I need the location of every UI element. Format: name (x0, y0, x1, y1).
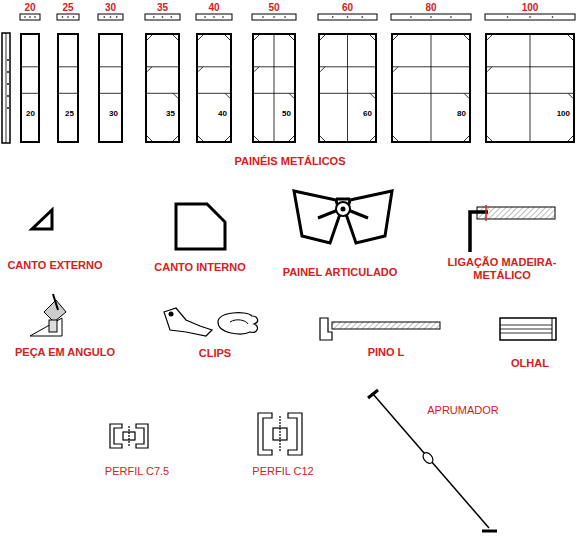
part-name: OLHAL (511, 357, 549, 370)
panel-width-label: 50 (268, 2, 279, 13)
panel-grid (487, 35, 573, 141)
panel-width-label: 30 (105, 2, 116, 13)
panel-number: 50 (281, 109, 292, 118)
part-name: PAINEL ARTICULADO (283, 266, 398, 279)
panel-number: 80 (456, 109, 467, 118)
part-name: CANTO EXTERNO (7, 259, 102, 272)
part-name: PERFIL C12 (252, 465, 313, 478)
panel-number: 35 (165, 109, 176, 118)
panel-grid (100, 35, 121, 141)
panel-width-label: 100 (522, 2, 539, 13)
panel-grid (59, 35, 77, 141)
panel-grid (254, 35, 294, 141)
metal-panel: 3030 (98, 33, 123, 143)
part-name: PEÇA EM ANGULO (15, 346, 115, 359)
panel-width-label: 40 (208, 2, 219, 13)
panel-width-label: 25 (62, 2, 73, 13)
panel-grid (147, 35, 178, 141)
panel-grid (320, 35, 375, 141)
panel-number: 30 (108, 109, 119, 118)
panel-number: 60 (362, 109, 373, 118)
panel-number: 20 (25, 109, 36, 118)
part-name: PINO L (368, 346, 405, 359)
metal-panel: 100100 (485, 33, 575, 143)
metal-panel: 2020 (20, 33, 40, 143)
part-name: APRUMADOR (427, 404, 499, 417)
panel-width-label: 80 (425, 2, 436, 13)
panel-number: 100 (556, 109, 571, 118)
metal-panel: 5050 (252, 33, 296, 143)
part-name: CANTO INTERNO (154, 261, 245, 274)
panel-grid (393, 35, 469, 141)
panel-grid (198, 35, 230, 141)
panel-grid (22, 35, 38, 141)
metal-panel: 3535 (145, 33, 180, 143)
part-name: LIGAÇÃO MADEIRA-METÁLICO (447, 256, 557, 282)
metal-panel: 6060 (318, 33, 377, 143)
panel-width-label: 35 (157, 2, 168, 13)
metal-panel: 2525 (57, 33, 79, 143)
panel-number: 25 (64, 109, 75, 118)
part-name: PAINÉIS METÁLICOS (234, 155, 345, 168)
metal-panel: 8080 (391, 33, 471, 143)
part-name: CLIPS (199, 347, 231, 360)
metal-panel: 4040 (196, 33, 232, 143)
panel-width-label: 20 (24, 2, 35, 13)
part-name: PERFIL C7.5 (105, 465, 169, 478)
panel-number: 40 (217, 109, 228, 118)
panel-width-label: 60 (342, 2, 353, 13)
